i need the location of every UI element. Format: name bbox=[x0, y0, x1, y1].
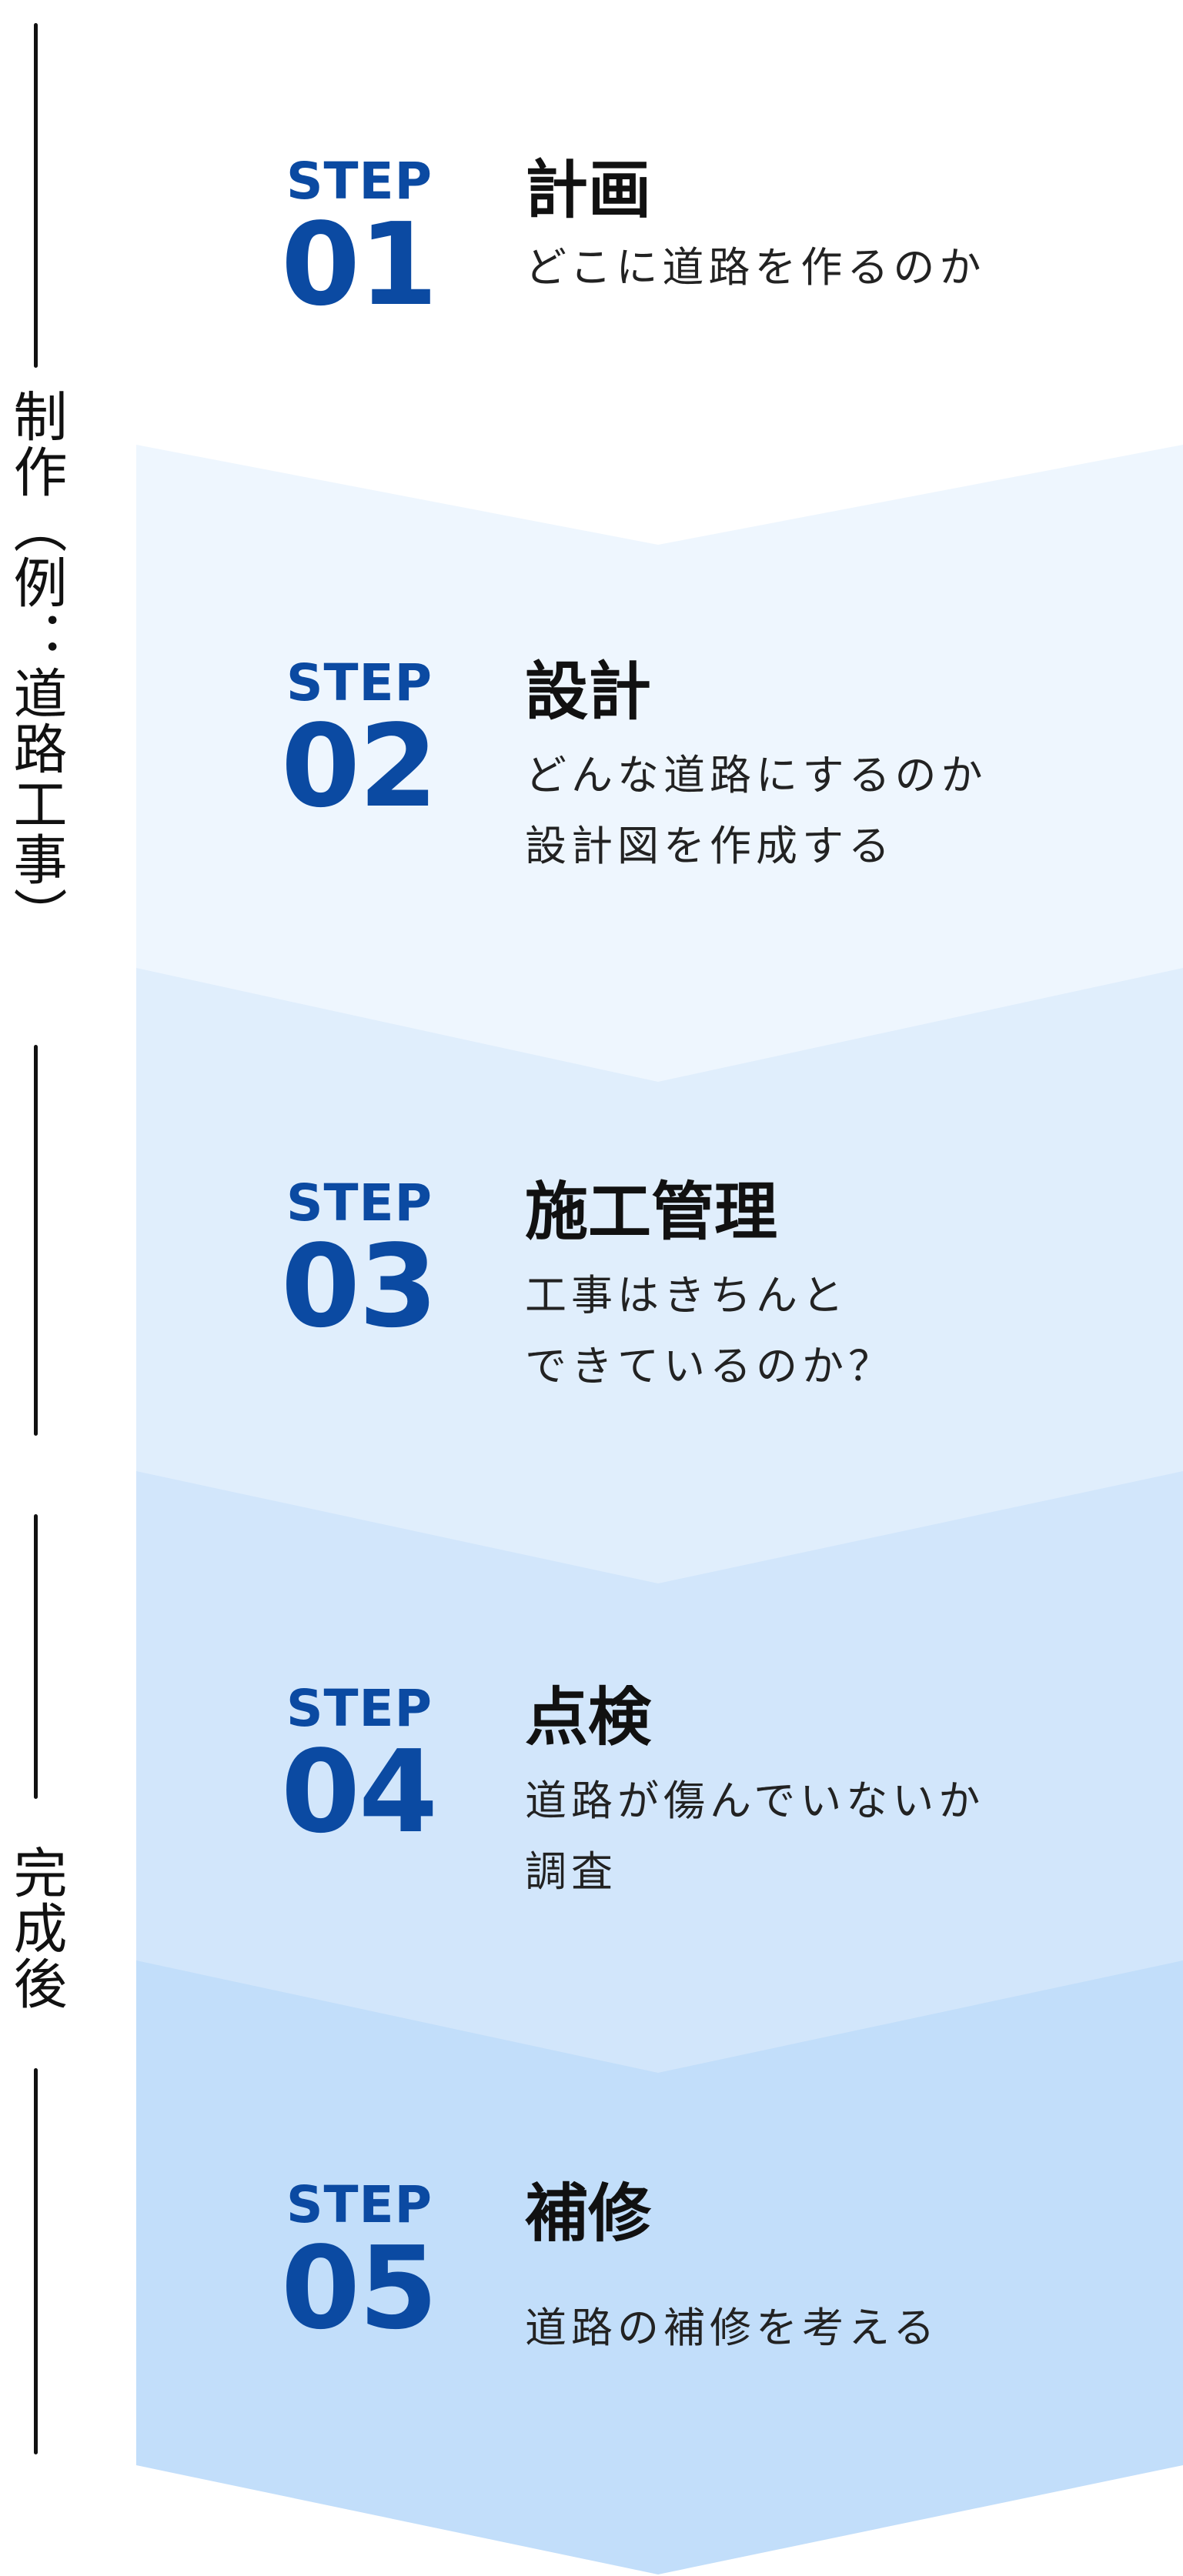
step-description-line: 工事はきちんと bbox=[525, 1271, 848, 1320]
step-description-line: できているのか？ bbox=[525, 1342, 894, 1390]
step-title: 計画 bbox=[525, 154, 652, 227]
timeline-line-production-top bbox=[34, 23, 38, 368]
step-number: 05 bbox=[281, 2222, 438, 2354]
side-label-production: 制作（例：道路工事） bbox=[5, 389, 68, 943]
band-step-04 bbox=[136, 1471, 1183, 2074]
step-number: 02 bbox=[281, 700, 438, 833]
step-description-line: 道路の補修を考える bbox=[525, 2304, 940, 2352]
step-description-line: 設計図を作成する bbox=[525, 822, 894, 870]
step-description: 工事はきちんと できているのか？ bbox=[525, 1260, 894, 1402]
timeline-line-after-top bbox=[34, 1514, 38, 1799]
step-description: どこに道路を作るのか bbox=[525, 239, 985, 297]
band-step-03 bbox=[136, 968, 1183, 1585]
step-description-line: どこに道路を作るのか bbox=[525, 243, 986, 292]
step-label: STEP bbox=[286, 1173, 433, 1233]
step-description-line: 道路が傷んでいないか bbox=[525, 1777, 985, 1825]
step-number: 03 bbox=[281, 1220, 438, 1353]
step-label: STEP bbox=[286, 152, 433, 211]
side-label-after-completion: 完成後 bbox=[5, 1845, 68, 2011]
band-step-02 bbox=[136, 445, 1183, 1083]
step-title: 点検 bbox=[525, 1681, 652, 1754]
timeline-line-production-bottom bbox=[34, 1045, 38, 1436]
step-number: 04 bbox=[281, 1726, 438, 1858]
step-description: 道路が傷んでいないか 調査 bbox=[525, 1766, 984, 1907]
step-label: STEP bbox=[286, 2175, 433, 2234]
step-title: 施工管理 bbox=[525, 1176, 778, 1249]
step-description: どんな道路にするのか 設計図を作成する bbox=[525, 740, 988, 882]
step-description: 道路の補修を考える bbox=[525, 2293, 939, 2364]
step-description-line: 調査 bbox=[525, 1847, 617, 1896]
step-label: STEP bbox=[286, 1679, 433, 1738]
step-title: 設計 bbox=[525, 656, 652, 729]
timeline-line-after-bottom bbox=[34, 2068, 38, 2454]
step-description-line: どんな道路にするのか bbox=[525, 751, 988, 799]
step-number: 01 bbox=[281, 199, 438, 331]
step-title: 補修 bbox=[525, 2177, 652, 2251]
band-step-05 bbox=[136, 1960, 1183, 2574]
step-label: STEP bbox=[286, 653, 433, 712]
